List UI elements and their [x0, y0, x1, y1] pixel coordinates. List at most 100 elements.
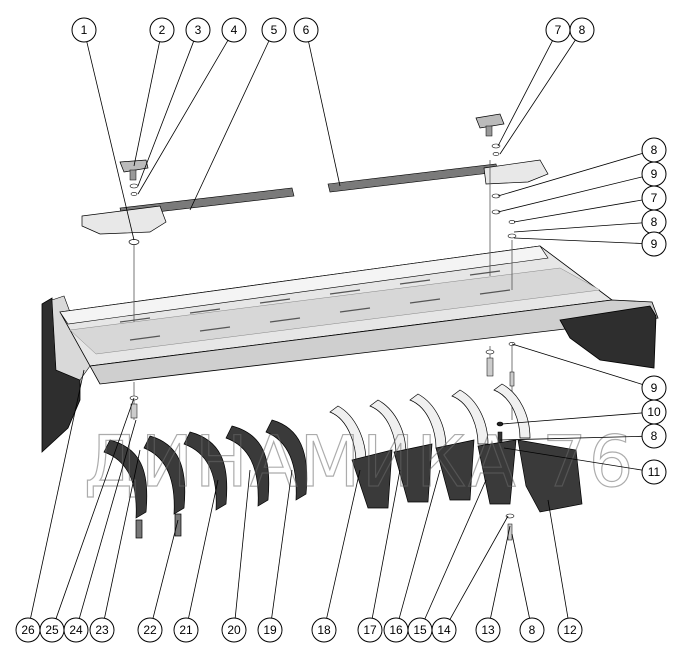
bolt-2: [174, 513, 182, 537]
callout-number: 18: [317, 623, 331, 637]
callout-circle: [475, 617, 501, 643]
leader-line: [398, 469, 441, 619]
leader-line: [137, 40, 229, 195]
callout-number: 20: [227, 623, 241, 637]
callout-circle: [311, 617, 337, 643]
callout-number: 5: [271, 23, 278, 37]
callout-number: 9: [651, 237, 658, 251]
callout-2: 2: [149, 17, 175, 43]
leader-line: [104, 449, 141, 619]
leader-line: [308, 41, 341, 187]
callout-number: 14: [437, 623, 451, 637]
leader-line: [497, 153, 643, 197]
callout-10: 10: [641, 399, 667, 425]
leader-line: [449, 515, 509, 620]
callout-circle: [641, 459, 667, 485]
callout-number: 11: [648, 465, 661, 479]
left-mount-plate: [81, 205, 167, 235]
callout-number: 6: [303, 23, 310, 37]
callout-21: 21: [173, 617, 199, 643]
leader-line: [424, 479, 487, 620]
callout-number: 10: [647, 405, 661, 419]
callout-18: 18: [311, 617, 337, 643]
right-end-plate: [559, 305, 657, 369]
callout-8: 8: [641, 209, 667, 235]
callout-number: 7: [651, 191, 658, 205]
callout-circle: [557, 617, 583, 643]
leader-line: [511, 343, 643, 385]
right-mount-plate: [483, 159, 549, 185]
callout-17: 17: [357, 617, 383, 643]
trough-front-lip: [89, 299, 659, 385]
leader-line: [78, 419, 137, 619]
leader-line: [271, 469, 293, 619]
callout-number: 12: [563, 623, 577, 637]
leader-line: [188, 479, 219, 619]
leader-line: [497, 40, 553, 147]
callout-circle: [89, 617, 115, 643]
callout-circle: [137, 617, 163, 643]
trough-inner-rail: [69, 267, 601, 355]
callout-circle: [257, 617, 283, 643]
blade-6: [351, 449, 393, 509]
blade-8: [435, 439, 475, 501]
callout-circle: [261, 17, 287, 43]
callout-number: 22: [143, 623, 157, 637]
leader-line: [371, 469, 401, 619]
leader-line: [30, 369, 85, 619]
trough-slots: [119, 270, 511, 341]
watermark-text: ДИНАМИКА 76: [84, 421, 635, 503]
leader-line: [497, 176, 643, 213]
callout-circle: [569, 17, 595, 43]
callout-number: 4: [231, 23, 238, 37]
callout-circle: [641, 231, 667, 257]
callout-number: 17: [363, 623, 377, 637]
tine-5: [493, 383, 531, 439]
callout-number: 16: [389, 623, 403, 637]
callout-circle: [221, 617, 247, 643]
right-guide-bar: [327, 163, 499, 193]
callout-9: 9: [641, 231, 667, 257]
callout-11: 11: [641, 459, 667, 485]
callout-8: 8: [641, 423, 667, 449]
callout-9: 9: [641, 161, 667, 187]
leader-line: [137, 41, 195, 187]
callout-circle: [71, 17, 97, 43]
callout-number: 2: [159, 23, 166, 37]
blade-2: [143, 435, 186, 515]
callout-circle: [357, 617, 383, 643]
callout-circle: [641, 423, 667, 449]
callout-circle: [173, 617, 199, 643]
leader-line: [547, 499, 569, 619]
callout-5: 5: [261, 17, 287, 43]
callout-number: 26: [21, 623, 35, 637]
callout-number: 9: [651, 167, 658, 181]
callout-8: 8: [641, 137, 667, 163]
callout-24: 24: [63, 617, 89, 643]
callout-23: 23: [89, 617, 115, 643]
leader-line: [513, 199, 643, 223]
leader-lines: [30, 39, 643, 620]
callout-4: 4: [221, 17, 247, 43]
callout-circle: [63, 617, 89, 643]
blade-5: [265, 419, 308, 501]
leader-line: [503, 447, 643, 471]
callout-1: 1: [71, 17, 97, 43]
callout-number: 23: [95, 623, 109, 637]
callout-number: 1: [81, 23, 88, 37]
leader-line: [511, 533, 530, 619]
callout-20: 20: [221, 617, 247, 643]
callout-number: 21: [179, 623, 193, 637]
callout-number: 13: [481, 623, 495, 637]
callout-circle: [519, 617, 545, 643]
callout-number: 19: [263, 623, 277, 637]
assembly-drawing: [41, 113, 659, 541]
callout-number: 8: [651, 429, 658, 443]
leader-line: [55, 397, 135, 619]
callout-12: 12: [557, 617, 583, 643]
trough-back-wall: [59, 245, 549, 325]
leader-line: [501, 412, 643, 425]
leader-line: [86, 41, 135, 241]
